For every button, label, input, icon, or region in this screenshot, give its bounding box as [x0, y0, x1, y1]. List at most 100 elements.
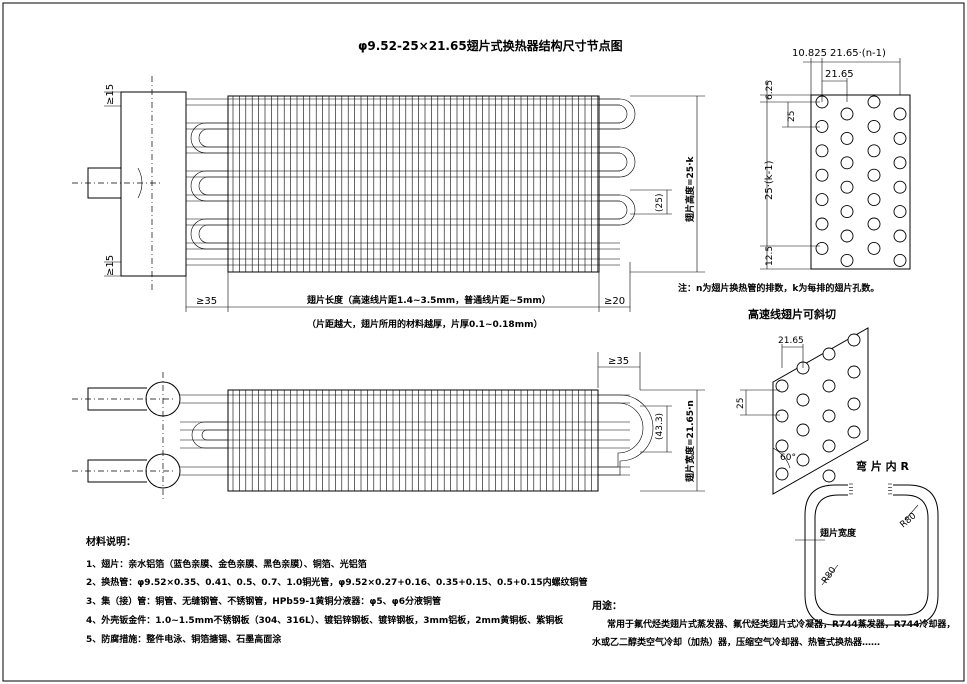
tube-hole	[893, 131, 907, 145]
slanted-angle: 60°	[780, 453, 796, 463]
dim-bottom-left: ≥15	[105, 255, 116, 276]
material-item: 1、翅片：亲水铝箔（蓝色亲膜、金色亲膜、黑色亲膜）、铜箔、光铝箔	[86, 558, 367, 570]
tube-hole	[867, 119, 881, 133]
tube-hole	[840, 180, 854, 194]
slanted-cut-view: 高速线翅片可斜切 21.65 25 60°	[736, 307, 869, 495]
tube-hole	[815, 193, 829, 207]
fin-height-label: 翅片高度=25·k	[684, 156, 696, 223]
hole-pattern-view: 10.825 21.65·(n-1) 21.65 6.25 25 25·(k-1…	[678, 48, 911, 294]
drawing-title: φ9.52-25×21.65翅片式换热器结构尺寸节点图	[358, 38, 623, 53]
front-view: ≥15 ≥15 ≥35 ≥20 翅片长度（高速线片距1.4~3.5mm，普通线片…	[72, 76, 705, 330]
outlet-pipe	[87, 459, 147, 483]
tube-rows	[186, 98, 636, 266]
tube-hole	[840, 131, 854, 145]
slanted-hole	[775, 409, 789, 423]
dim-total: 21.65·(n-1)	[830, 48, 886, 59]
slanted-hole	[775, 379, 789, 393]
tube-hole	[867, 95, 881, 109]
slanted-dim-vertical: 25	[736, 398, 746, 409]
tube-hole	[893, 107, 907, 121]
slanted-hole	[847, 397, 861, 411]
dim-edge: 10.825	[792, 48, 827, 59]
fin-width-label: 翅片宽度=21.65·n	[684, 400, 696, 483]
material-item: 3、集（接）管：铜管、无缝钢管、不锈钢管，HPb59-1黄铜分液器：φ5、φ6分…	[86, 595, 441, 607]
dim-height: 25·(k-1)	[764, 160, 775, 200]
tube-hole	[867, 144, 881, 158]
top-u-bend	[598, 394, 654, 476]
tube-hole	[893, 180, 907, 194]
dim-top: 6.25	[765, 80, 775, 100]
tube-hole	[893, 229, 907, 243]
tube-hole	[867, 168, 881, 182]
usage-line-1: 常用于氟代烃类翅片式蒸发器、氟代烃类翅片式冷凝器，R744蒸发器，R744冷却器…	[607, 618, 955, 630]
tube-holes	[815, 95, 907, 267]
bend-radius-bottom: R80	[820, 565, 839, 585]
slanted-hole	[775, 467, 789, 481]
tube-hole	[840, 205, 854, 219]
tube-hole	[815, 168, 829, 182]
dim-right-gap: ≥20	[604, 296, 625, 307]
fin-length-label: 翅片长度（高速线片距1.4~3.5mm，普通线片距~5mm）	[306, 294, 551, 306]
slanted-hole	[847, 425, 861, 439]
fin-block	[227, 95, 600, 273]
inlet-pipe	[87, 387, 147, 411]
dim-left-gap: ≥35	[196, 296, 217, 307]
top-view: ≥35 (43.3) 翅片宽度=21.65·n	[72, 352, 705, 500]
dim-bottom: 12.5	[765, 246, 775, 266]
material-item: 2、换热管：φ9.52×0.35、0.41、0.5、0.7、1.0铜光管，φ9.…	[86, 576, 588, 588]
u-bend-right	[599, 194, 636, 226]
slanted-hole	[822, 379, 836, 393]
slanted-hole	[775, 439, 789, 453]
top-u-bend-left	[191, 421, 228, 449]
tube-hole	[815, 217, 829, 231]
slanted-hole	[796, 423, 810, 437]
dim-top-view-gap: ≥35	[608, 356, 629, 367]
top-tube-rows	[180, 394, 654, 476]
slanted-hole	[822, 409, 836, 423]
slanted-holes	[775, 333, 861, 483]
bend-radius-top: R80	[899, 511, 919, 530]
bend-view: 弯 片 内 R 翅片宽度 R80 R80	[795, 459, 939, 626]
usage-heading: 用途：	[591, 599, 622, 612]
bend-title: 弯 片 内 R	[856, 459, 909, 473]
u-bend-left	[190, 122, 228, 154]
slanted-hole	[847, 365, 861, 379]
tube-hole	[893, 205, 907, 219]
tube-hole	[867, 193, 881, 207]
u-bend-right	[599, 146, 636, 178]
usage-line-2: 水或乙二醇类空气冷却（加热）器，压缩空气冷却器、热管式换热器……	[592, 636, 880, 648]
slanted-plate	[772, 327, 869, 495]
usage-notes: 用途： 常用于氟代烃类翅片式蒸发器、氟代烃类翅片式冷凝器，R744蒸发器，R74…	[591, 599, 955, 648]
materials-heading: 材料说明：	[86, 535, 136, 548]
tube-hole	[893, 156, 907, 170]
fin-thickness-note: （片距越大，翅片所用的材料越厚，片厚0.1~0.18mm）	[307, 318, 542, 330]
u-bend-left	[190, 218, 228, 250]
fin-lines	[232, 96, 599, 272]
slanted-hole	[822, 347, 836, 361]
top-fin-block	[227, 389, 599, 492]
bend-inner	[814, 494, 929, 616]
slanted-hole	[796, 453, 810, 467]
slanted-hole	[822, 439, 836, 453]
tube-hole	[893, 253, 907, 267]
tube-hole	[840, 229, 854, 243]
top-fin-lines	[232, 390, 599, 491]
row-pitch-label: (43.3)	[655, 413, 665, 440]
material-item: 5、防腐措施：整件电泳、铜箔搪锡、石墨高面涂	[86, 633, 282, 645]
u-bend-left	[190, 170, 228, 202]
header-box	[120, 91, 187, 277]
fin-plate-outline	[810, 94, 911, 270]
materials-notes: 材料说明： 1、翅片：亲水铝箔（蓝色亲膜、金色亲膜、黑色亲膜）、铜箔、光铝箔 2…	[86, 535, 588, 645]
dim-top-left: ≥15	[105, 84, 116, 105]
tube-hole	[867, 217, 881, 231]
tube-hole	[840, 253, 854, 267]
hole-pattern-note: 注：n为翅片换热管的排数，k为每排的翅片孔数。	[678, 282, 879, 294]
dim-pitch: 21.65	[825, 69, 854, 80]
tube-hole	[867, 241, 881, 255]
u-bend-right	[599, 98, 636, 130]
pitch-label: (25)	[655, 194, 665, 212]
tube-hole	[815, 241, 829, 255]
material-item: 4、外壳钣金件：1.0~1.5mm不锈钢板（304、316L）、镀铝锌钢板、镀锌…	[86, 614, 564, 626]
